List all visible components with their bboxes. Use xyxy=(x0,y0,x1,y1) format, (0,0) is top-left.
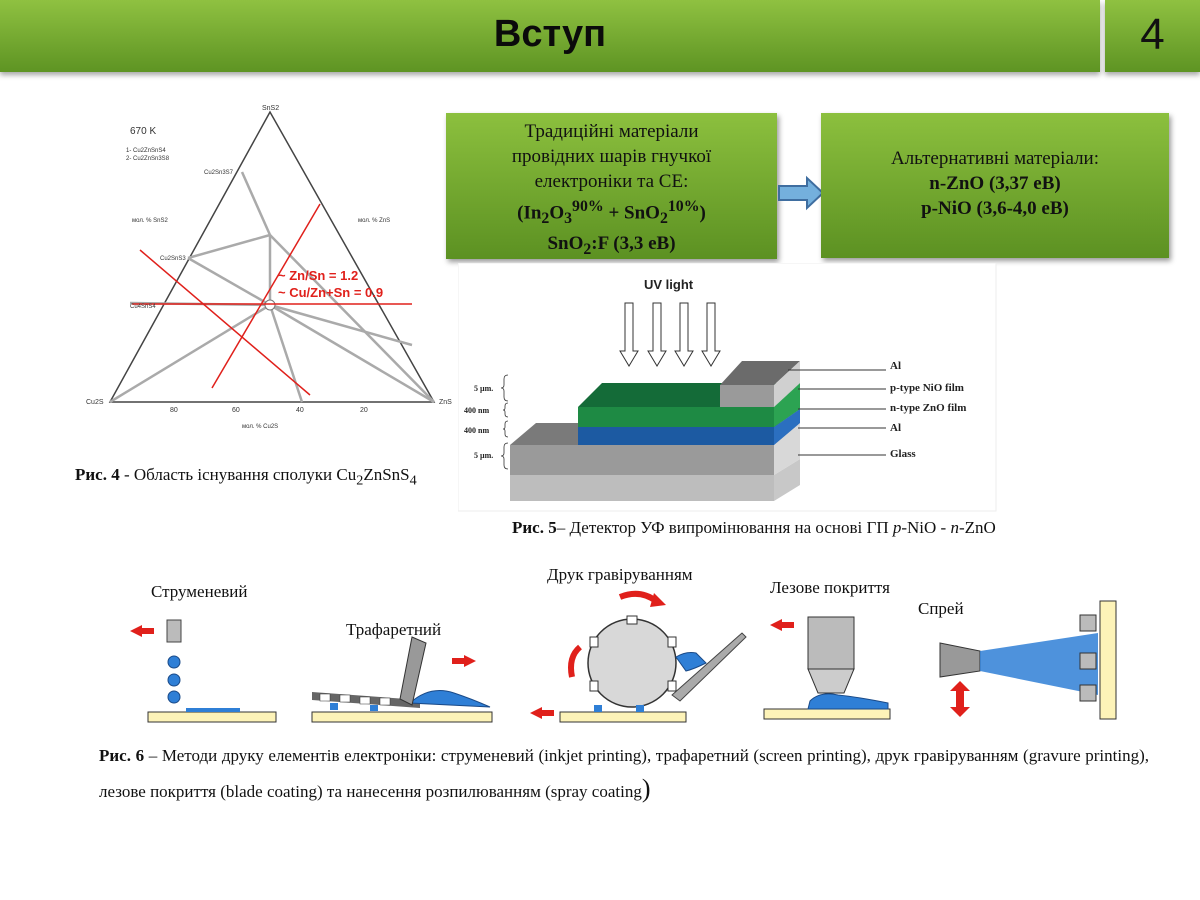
ratio-label-2: ~ Cu/Zn+Sn = 0.9 xyxy=(278,285,383,300)
layer-label: Glass xyxy=(890,448,916,460)
tick-label: 20 xyxy=(360,407,368,414)
arrow-right-icon xyxy=(778,175,825,211)
ratio-lines xyxy=(132,203,412,396)
fig6-label: Рис. 6 xyxy=(99,746,145,765)
formula-part: :F (3,3 еВ) xyxy=(591,233,676,255)
uv-detector-diagram: UV light Al p-type NiO film n-type ZnO f… xyxy=(458,263,997,512)
fig4-caption: Рис. 4 - Область існування сполуки Cu2Zn… xyxy=(75,460,437,495)
fig5-italic: n xyxy=(950,518,959,537)
method-label-blade: Лезове покриття xyxy=(770,578,890,597)
uv-arrows xyxy=(619,302,721,367)
printing-methods-illustration xyxy=(130,590,1117,723)
fig5-text: – Детектор УФ випромінювання на основі Г… xyxy=(556,518,893,537)
vertex-top-label: SnS2 xyxy=(262,105,279,112)
inkjet-icon xyxy=(130,619,277,723)
method-label-spray: Спрей xyxy=(918,599,964,618)
method-label-screen: Трафаретний xyxy=(346,620,442,639)
axis-left-label: мол. % SnS2 xyxy=(132,218,169,224)
fig4-label: Рис. 4 xyxy=(75,465,120,484)
spray-coating-icon xyxy=(939,600,1117,720)
fig4-sub: 2 xyxy=(356,472,364,489)
slide-title: Вступ xyxy=(493,13,607,55)
fig6-caption: Рис. 6 – Методи друку елементів електрон… xyxy=(99,739,1149,808)
box-left-line: електроніки та СЕ: xyxy=(534,171,689,192)
fig5-text: -NiO - xyxy=(901,518,951,537)
box-right-line: Альтернативні матеріали: xyxy=(890,148,1099,169)
axis-right-label: мол. % ZnS xyxy=(358,218,390,224)
page-number: 4 xyxy=(1140,10,1165,59)
screen-printing-icon xyxy=(311,636,493,723)
box-left-line: провідних шарів гнучкої xyxy=(511,146,712,167)
thickness-label: 5 µm. xyxy=(474,451,493,460)
method-label-gravure: Друк гравіруванням xyxy=(547,565,693,584)
fig5-italic: p xyxy=(892,518,902,537)
page-number-box: 4 xyxy=(1105,0,1200,72)
ternary-phase-diagram: ~ Zn/Sn = 1.2 ~ Cu/Zn+Sn = 0.9 670 K 1- … xyxy=(86,105,452,430)
temperature-label: 670 K xyxy=(130,126,156,137)
axis-bottom-label: мол. % Cu2S xyxy=(242,424,278,430)
thickness-label: 400 nm xyxy=(464,426,489,435)
formula-sup: 10% xyxy=(667,198,700,215)
formula-part: ) xyxy=(699,202,706,224)
phase-label-1: Cu2Sn3S7 xyxy=(204,170,234,176)
blade-coating-icon xyxy=(763,616,891,720)
formula-sub: 2 xyxy=(583,240,592,258)
box-right-line: n-ZnO (3,37 еВ) xyxy=(929,173,1061,194)
formula-sub: 3 xyxy=(564,210,573,228)
fig5-caption: Рис. 5– Детектор УФ випромінювання на ос… xyxy=(512,513,1152,543)
box-left-line: Традиційні матеріали xyxy=(524,121,699,142)
thickness-label: 5 µm. xyxy=(474,384,493,393)
phase-label-2: Cu2SnS3 xyxy=(160,256,186,262)
phase-label-3: Cu4SnS4 xyxy=(130,304,156,310)
composition-point xyxy=(264,299,276,311)
traditional-materials-box: Традиційні матеріали провідних шарів гну… xyxy=(446,113,777,259)
layer-label: Al xyxy=(890,422,901,434)
uv-light-label: UV light xyxy=(644,277,694,292)
fig4-compound2: ZnSnS xyxy=(363,465,410,484)
brace-icons xyxy=(500,374,509,470)
fig6-text: – Методи друку елементів електроніки: ст… xyxy=(99,746,1149,801)
tick-label: 40 xyxy=(296,407,304,414)
tick-label: 60 xyxy=(232,407,240,414)
ratio-label-1: ~ Zn/Sn = 1.2 xyxy=(278,268,358,283)
formula-part: (In xyxy=(517,202,542,224)
formula-part: O xyxy=(549,202,565,224)
formula-sup: 90% xyxy=(572,198,604,215)
thickness-label: 400 nm xyxy=(464,406,489,415)
title-bar: Вступ xyxy=(0,0,1100,72)
fig5-label: Рис. 5 xyxy=(512,518,557,537)
legend-line-1: 1- Cu2ZnSnS4 xyxy=(126,148,166,154)
vertex-right-label: ZnS xyxy=(439,399,452,406)
formula-part: + SnO xyxy=(603,202,660,224)
fig4-text: - Область існування сполуки xyxy=(119,465,337,484)
formula-part: SnO xyxy=(547,233,584,255)
box-right-line: p-NiO (3,6-4,0 еВ) xyxy=(921,198,1069,219)
leader-lines xyxy=(788,369,886,456)
vertex-left-label: Cu2S xyxy=(86,399,104,406)
alternative-materials-box: Альтернативні матеріали: n-ZnO (3,37 еВ)… xyxy=(821,113,1169,258)
formula-sub: 2 xyxy=(659,210,668,228)
legend-line-2: 2- Cu2ZnSn3S8 xyxy=(126,156,170,162)
box-left-fto: SnO2:F (3,3 еВ) xyxy=(446,231,777,262)
fig5-text: -ZnO xyxy=(958,518,996,537)
gravure-printing-icon xyxy=(530,590,747,723)
fig6-close: ) xyxy=(641,774,651,803)
layer-label: Al xyxy=(890,360,901,372)
formula-sub: 2 xyxy=(541,210,550,228)
tick-label: 80 xyxy=(170,407,178,414)
layer-label: p-type NiO film xyxy=(890,382,964,394)
method-label-inkjet: Струменевий xyxy=(151,582,248,601)
box-left-formula: (In2O390% + SnO210%) xyxy=(446,194,777,231)
layer-label: n-type ZnO film xyxy=(890,402,966,414)
fig4-compound: Cu xyxy=(336,465,357,484)
fig4-sub2: 4 xyxy=(409,472,417,489)
